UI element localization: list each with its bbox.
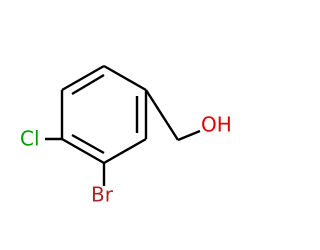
- ring-bond-2: [103, 64, 147, 92]
- ring-double-bond-top: [71, 73, 105, 96]
- bromine-label: Br: [91, 183, 114, 207]
- hydroxyl-label: OH: [201, 113, 232, 137]
- structure-canvas: Cl Br OH: [20, 64, 232, 207]
- ring-bond-4: [103, 137, 147, 165]
- ch2-bond: [144, 89, 180, 141]
- ring-double-bond-bottom: [71, 133, 105, 155]
- ring-bond-5: [61, 137, 105, 165]
- ch2-oh-bond: [177, 129, 201, 142]
- ring-bond-1: [61, 64, 105, 92]
- molecule-diagram: Cl Br OH: [20, 64, 232, 207]
- chlorine-label: Cl: [20, 127, 40, 151]
